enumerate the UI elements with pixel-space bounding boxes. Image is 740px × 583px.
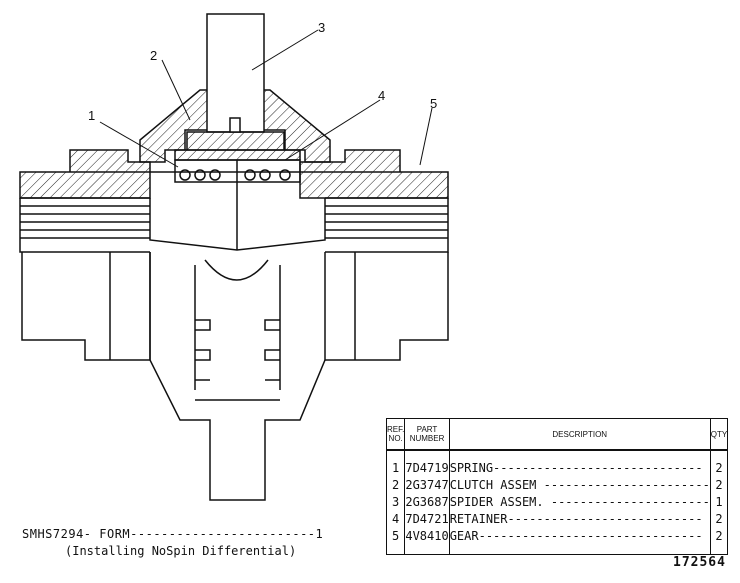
table-spacer — [386, 545, 728, 555]
callout-2: 2 — [150, 48, 157, 63]
callout-leaders — [99, 29, 433, 168]
spider-shaft — [186, 13, 285, 151]
header-qty: QTY — [710, 418, 728, 451]
table-row: 3 2G3687 SPIDER ASSEM. -----------------… — [386, 494, 728, 511]
callout-5: 5 — [430, 96, 437, 111]
table-row: 4 7D4721 RETAINER-----------------------… — [386, 511, 728, 528]
header-description: DESCRIPTION — [449, 418, 711, 451]
callout-1: 1 — [88, 108, 95, 123]
callout-3: 3 — [318, 20, 325, 35]
header-part-number: PART NUMBER — [404, 418, 450, 451]
parts-table-header: REF. NO. PART NUMBER DESCRIPTION QTY — [386, 418, 728, 451]
header-ref-no: REF. NO. — [386, 418, 406, 451]
table-row: 1 7D4719 SPRING-------------------------… — [386, 460, 728, 477]
figure-number: 172564 — [673, 555, 726, 570]
side-gear-housing — [21, 198, 449, 501]
parts-table: REF. NO. PART NUMBER DESCRIPTION QTY 1 7… — [386, 418, 729, 555]
table-row: 2 2G3747 CLUTCH ASSEM ------------------… — [386, 477, 728, 494]
retainer-and-springs — [174, 149, 301, 250]
callout-4: 4 — [378, 88, 385, 103]
gear-section — [19, 149, 449, 253]
form-subtitle: (Installing NoSpin Differential) — [65, 544, 297, 558]
table-row: 5 4V8410 GEAR---------------------------… — [386, 528, 728, 545]
form-reference: SMHS7294- FORM------------------------1 — [22, 527, 324, 541]
clutch-assembly-section — [139, 89, 331, 163]
table-spacer — [386, 450, 728, 460]
